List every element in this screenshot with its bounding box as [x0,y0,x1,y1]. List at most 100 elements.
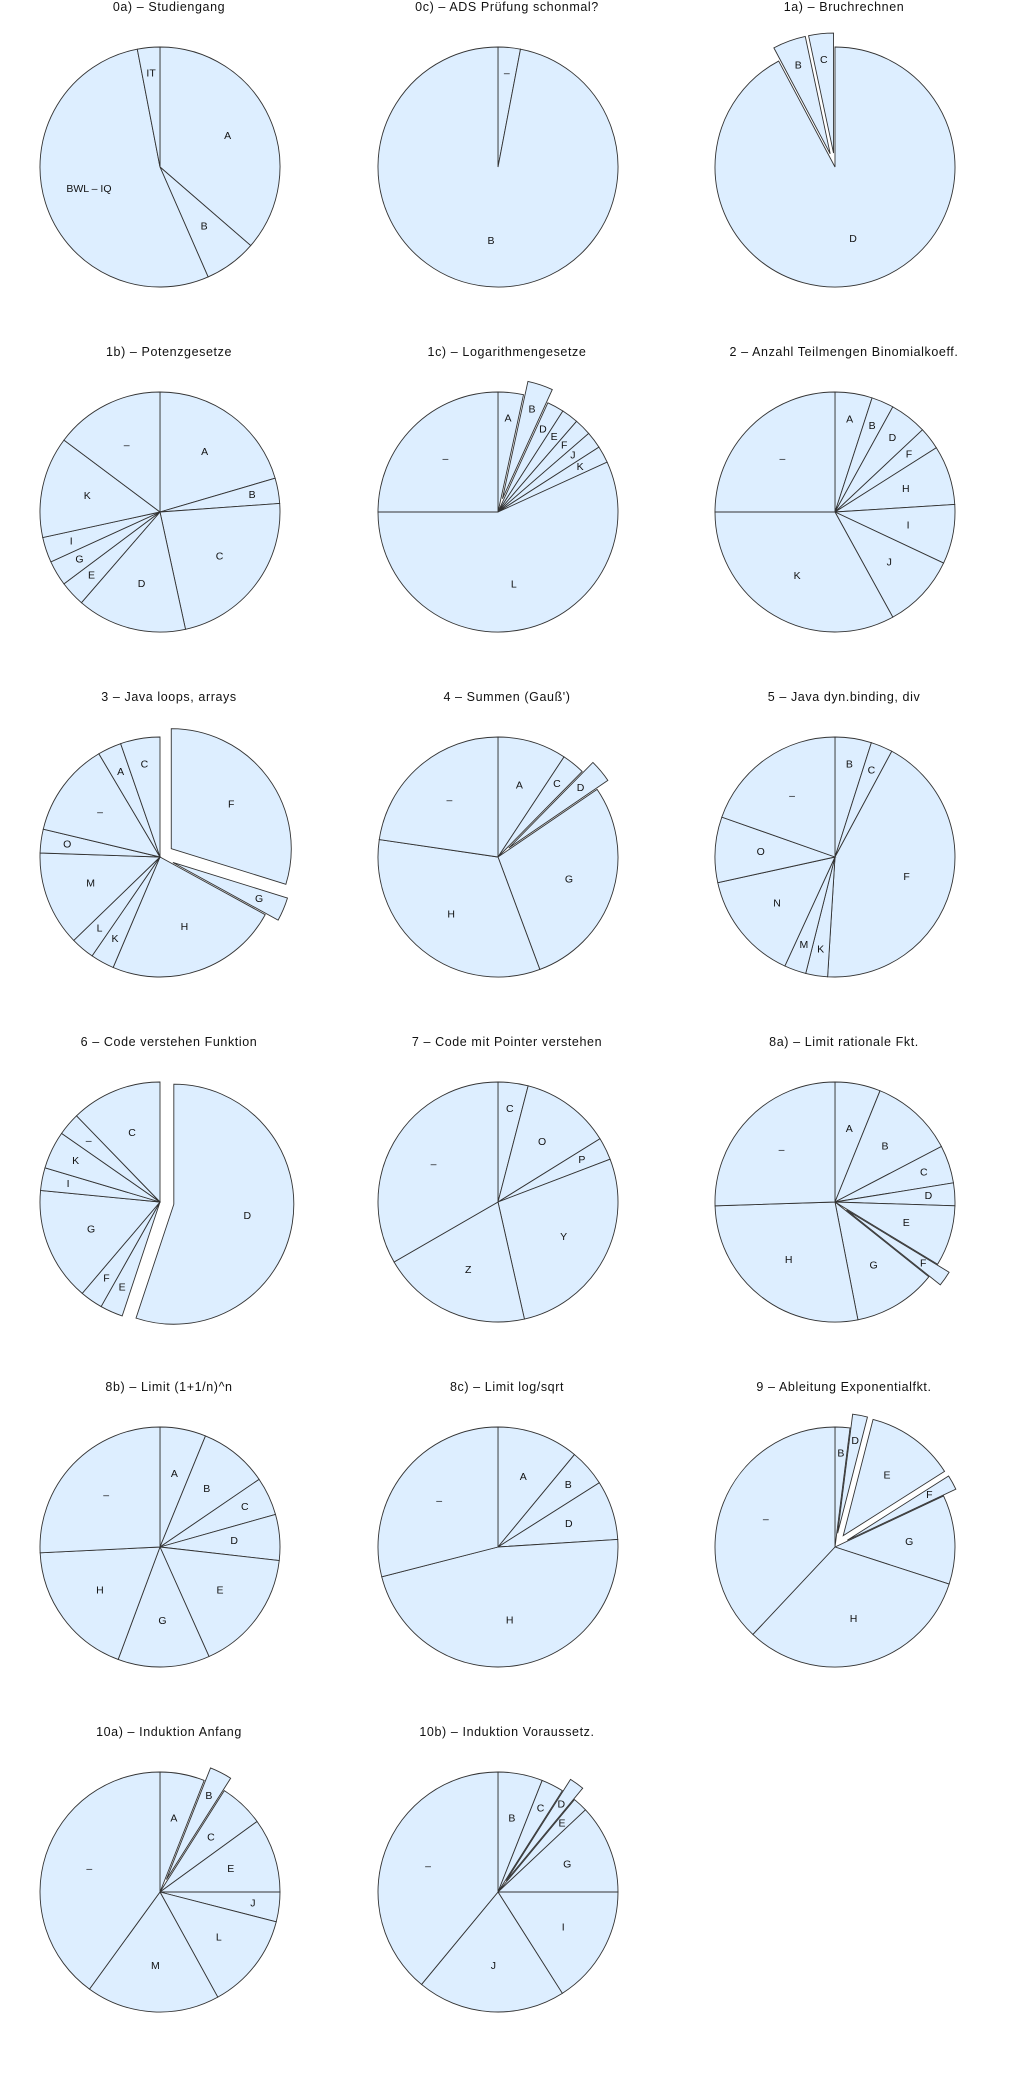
pie-slice-label: H [96,1585,104,1597]
pie-slice-label: A [117,766,124,778]
pie-slice-label: I [907,520,910,532]
pie-slice [39,439,162,539]
pie-slice-label: C [820,54,828,66]
pie-slice-label: B [795,60,802,72]
pie-slice [714,1081,836,1207]
pie-slice-label: G [75,554,83,566]
pie-slice-label: A [224,130,231,142]
pie-slice-label: F [906,448,912,460]
pie-slice [497,788,619,971]
pie-slice [42,753,161,858]
pie-slice-label: K [794,570,801,582]
pie-slice-label: F [103,1273,109,1285]
pie-slice-label: F [561,440,567,452]
pie-slice-label: E [227,1863,234,1875]
pie-slice [752,1546,950,1668]
chart-title: 1c) – Logarithmengesetze [427,345,587,359]
pie-slice-label: D [539,424,547,436]
pie-slice [834,1200,930,1321]
pie-slice [833,511,945,618]
pie-slice [39,48,209,288]
pie-slice-label: D [138,578,146,590]
pie-slice [39,1426,161,1554]
pie-slice-label: E [559,1818,566,1830]
pie-slice [834,1090,942,1203]
chart-title: 6 – Code verstehen Funktion [80,1035,258,1049]
pie-slice [847,1475,957,1541]
pie-slice [714,1426,836,1636]
pie-slice-label: I [70,535,73,547]
pie-slice [75,1081,161,1204]
chart-title: 0c) – ADS Prüfung schonmal? [415,0,599,14]
pie-slice-label: H [785,1254,793,1266]
pie-slice-label: E [217,1585,224,1597]
pie-slice-label: C [920,1166,928,1178]
pie-slice-label: F [920,1257,926,1269]
pie-slice [420,1891,563,2013]
pie-slice [377,461,619,633]
pie-slice-label: L [97,922,103,934]
pie-slice [833,1201,956,1265]
pie-slice [833,1495,956,1585]
pie-slice [39,1771,161,1990]
pie-slice-label: G [565,873,573,885]
pie-slice [714,511,894,633]
pie-slice [112,856,266,978]
chart-title: 8c) – Limit log/sqrt [449,1380,565,1394]
pie-slice [377,391,499,513]
pie-slice-label: C [506,1103,514,1115]
pie-slice-label: Z [465,1264,472,1276]
pie-slice-label: G [869,1259,877,1271]
pie-slice-label: L [216,1931,222,1943]
pie-slice-label: B [201,221,208,233]
pie-slice [721,736,836,858]
pie-slice-label: K [112,933,119,945]
chart-title: 1b) – Potenzgesetze [105,345,233,359]
pie-slice-label: O [757,846,765,858]
pie-slice-label: F [926,1489,932,1501]
pie-slice-label: – [446,794,452,806]
pie-slice [39,1546,161,1661]
pie-slice-label: N [773,897,781,909]
pie-slice [717,856,836,967]
chart-title: 0a) – Studiengang [112,0,226,14]
pie-slice-label: K [817,943,824,955]
pie-slice-label: G [563,1858,571,1870]
pie-slice-label: C [241,1501,249,1513]
chart-title: 8b) – Limit (1+1/n)^n [105,1380,233,1394]
pie-slice-label: G [158,1615,166,1627]
pie-slice [714,46,956,288]
pie-slice [497,1085,601,1203]
pie-slice-label: B [869,420,876,432]
pie-slice [159,391,276,513]
pie-slice [377,1771,499,1986]
pie-slice-label: C [128,1127,136,1139]
pie-slice-label: B [846,758,853,770]
pie-slice-label: – [97,807,103,819]
pie-slice [508,761,609,849]
pie-slice-label: D [925,1190,933,1202]
pie-slice [117,1545,210,1668]
pie-slice-label: A [505,413,512,425]
pie-slice [497,756,583,858]
pie-slice-label: – [436,1495,442,1507]
pie-slice-label: – [124,439,130,451]
pie-slice-label: B [203,1483,210,1495]
chart-title: 8a) – Limit rationale Fkt. [769,1035,919,1049]
pie-slice-label: Y [560,1231,567,1243]
chart-title: 5 – Java dyn.binding, div [767,690,921,704]
pie-slice [377,839,541,978]
pie-slice [88,1891,219,2013]
